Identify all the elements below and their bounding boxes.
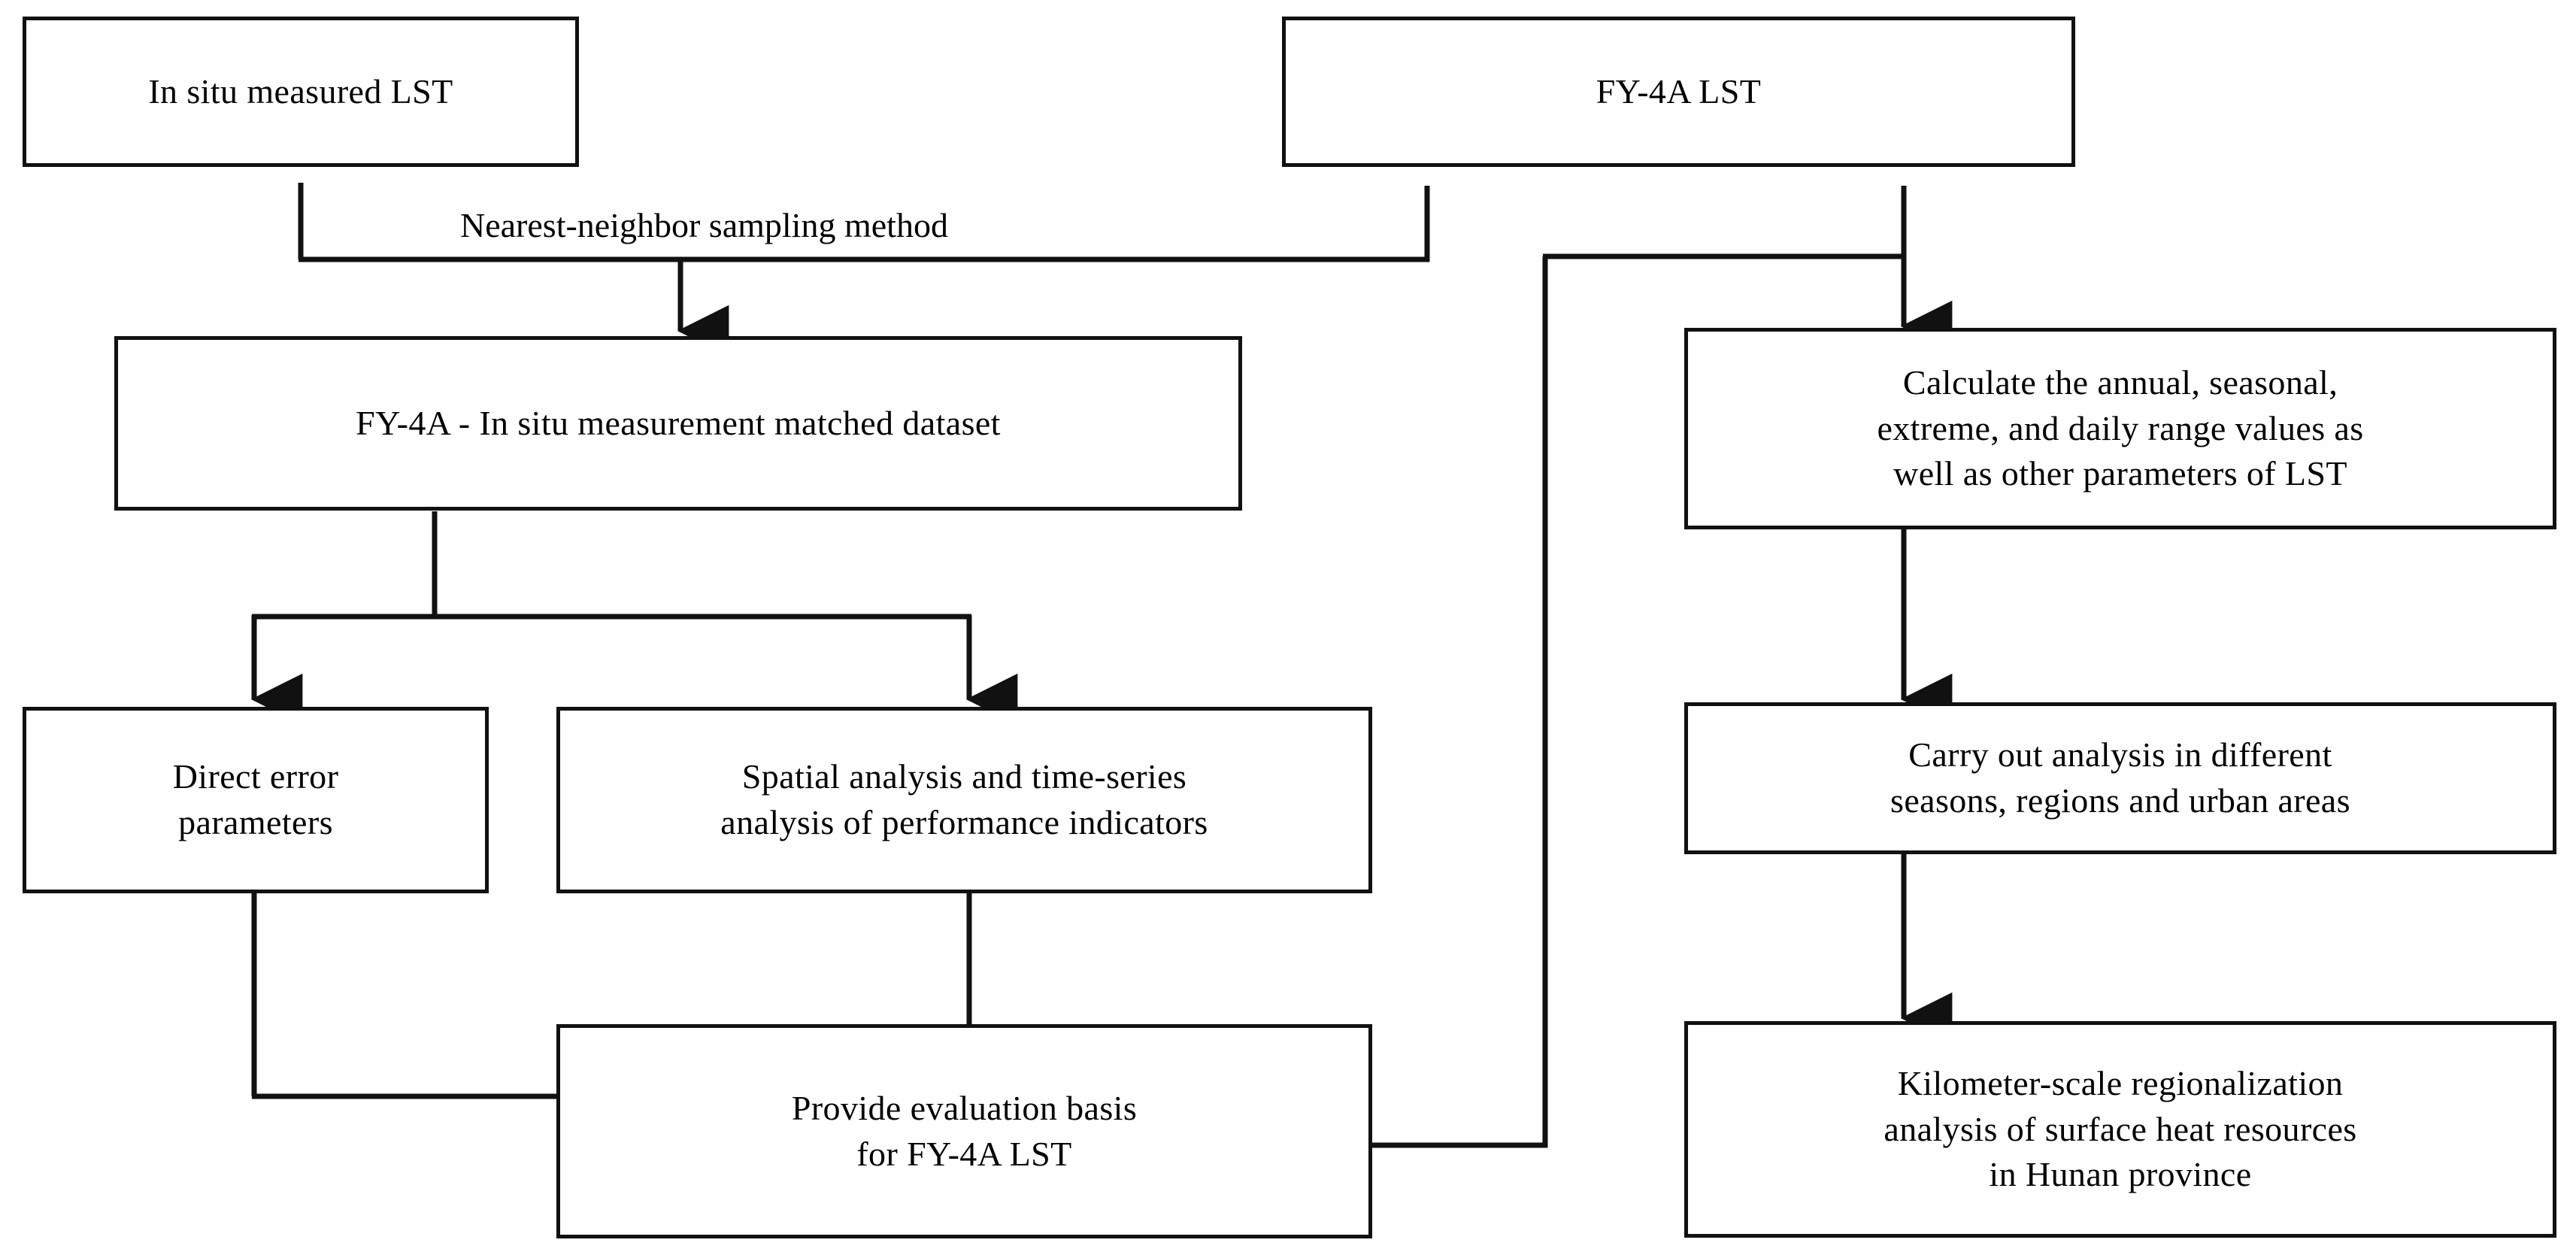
- node-calculate-parameters[interactable]: Calculate the annual, seasonal, extreme,…: [1684, 328, 2556, 529]
- node-direct-error[interactable]: Direct error parameters: [23, 707, 489, 893]
- node-carry-out-analysis[interactable]: Carry out analysis in different seasons,…: [1684, 702, 2556, 854]
- node-spatial-timeseries-label: Spatial analysis and time-series analysi…: [720, 757, 1208, 841]
- node-fy4a-lst-label: FY-4A LST: [1596, 71, 1762, 111]
- node-direct-error-label: Direct error parameters: [172, 757, 339, 841]
- node-evaluation-basis[interactable]: Provide evaluation basis for FY-4A LST: [556, 1024, 1372, 1238]
- node-in-situ-lst[interactable]: In situ measured LST: [23, 17, 579, 167]
- node-regionalization-label: Kilometer-scale regionalization analysis…: [1884, 1063, 2357, 1194]
- node-spatial-timeseries[interactable]: Spatial analysis and time-series analysi…: [556, 707, 1372, 893]
- node-calculate-parameters-label: Calculate the annual, seasonal, extreme,…: [1877, 362, 2364, 493]
- node-evaluation-basis-label: Provide evaluation basis for FY-4A LST: [791, 1088, 1138, 1173]
- node-matched-dataset-label: FY-4A - In situ measurement matched data…: [356, 403, 1001, 442]
- node-fy4a-lst[interactable]: FY-4A LST: [1282, 17, 2075, 167]
- node-regionalization[interactable]: Kilometer-scale regionalization analysis…: [1684, 1021, 2556, 1238]
- node-in-situ-lst-label: In situ measured LST: [148, 71, 453, 111]
- node-matched-dataset[interactable]: FY-4A - In situ measurement matched data…: [114, 336, 1242, 511]
- node-carry-out-analysis-label: Carry out analysis in different seasons,…: [1890, 735, 2350, 820]
- edge-label-nearest-neighbor: Nearest-neighbor sampling method: [454, 205, 954, 247]
